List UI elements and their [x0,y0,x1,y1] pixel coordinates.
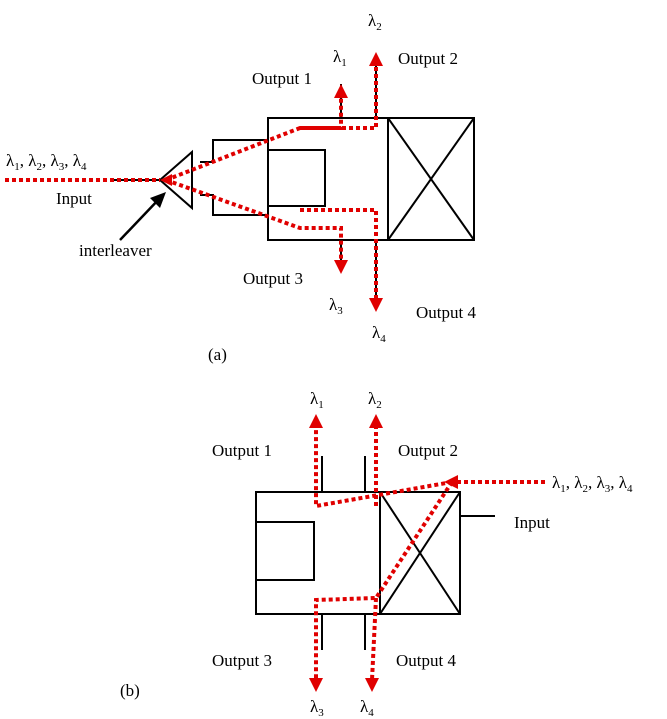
fig-b-body-block [255,491,381,615]
fig-a-arrowhead-1 [334,84,348,98]
fig-a-panel-label: (a) [208,345,227,364]
fig-b-cross-line-2 [379,491,461,615]
fig-a-lambda-1: λ1 [333,47,347,69]
fig-b-lambda-1: λ1 [310,389,324,411]
fig-b-input-label: Input [514,513,550,532]
fig-b-beam-to-output-4 [370,597,378,681]
fig-b-arrowhead-2 [369,414,383,428]
fig-b-lambda-4: λ4 [360,697,374,719]
fig-a-lambda-3: λ3 [329,295,343,317]
fig-a-input-wavelengths: λ1, λ2, λ3, λ4 [6,151,87,173]
figure-b: λ1, λ2, λ3, λ4 Input Output 1 Output 2 O… [120,389,633,719]
fig-a-interleaver-pointer-head [150,192,166,208]
fig-a-arrowhead-3 [334,260,348,274]
fig-b-input-wavelengths: λ1, λ2, λ3, λ4 [552,473,633,495]
fig-b-lambda-3: λ3 [310,697,324,719]
fig-a-bracket-top [200,139,268,163]
fig-a-cross-line-2 [387,117,475,241]
fig-a-arrowhead-2 [369,52,383,66]
fig-b-beam-to-output-3 [314,480,454,680]
fig-b-inner-block [255,521,315,581]
fig-a-beam-to-output-1 [165,96,343,182]
fig-a-output-3-label: Output 3 [243,269,303,288]
fig-a-arrowhead-4 [369,298,383,312]
fig-a-interleaver-label: interleaver [79,241,152,260]
fig-a-interleaver-prism [158,149,193,211]
fig-b-output-3-label: Output 3 [212,651,272,670]
fig-b-crossed-block [379,491,461,615]
fig-b-lambda-2: λ2 [368,389,382,411]
fig-a-input-label: Input [56,189,92,208]
fig-b-output-1-label: Output 1 [212,441,272,460]
fig-b-arrowhead-4 [365,678,379,692]
fig-a-output-2-label: Output 2 [398,49,458,68]
fig-a-output-1-label: Output 1 [252,69,312,88]
fig-a-lambda-4: λ4 [372,323,386,345]
fig-b-panel-label: (b) [120,681,140,700]
figure-a: λ1, λ2, λ3, λ4 Input interleaver Output … [5,11,476,364]
fig-b-output-4-label: Output 4 [396,651,456,670]
fig-a-beam-to-output-4 [300,208,378,300]
fig-b-beam-to-output-1 [314,426,453,509]
fig-a-lambda-2: λ2 [368,11,382,33]
fig-a-interleaver-pointer [119,197,161,241]
fig-a-output-4-label: Output 4 [416,303,476,322]
fig-a-beam-to-output-3 [165,178,343,262]
fig-b-output-2-label: Output 2 [398,441,458,460]
fig-b-arrowhead-3 [309,678,323,692]
fig-a-inner-block [267,149,326,207]
fig-b-arrowhead-1 [309,414,323,428]
fig-b-input-arrowhead [444,475,458,489]
fig-a-input-arrowhead [160,174,172,186]
fig-a-crossed-block [387,117,475,241]
